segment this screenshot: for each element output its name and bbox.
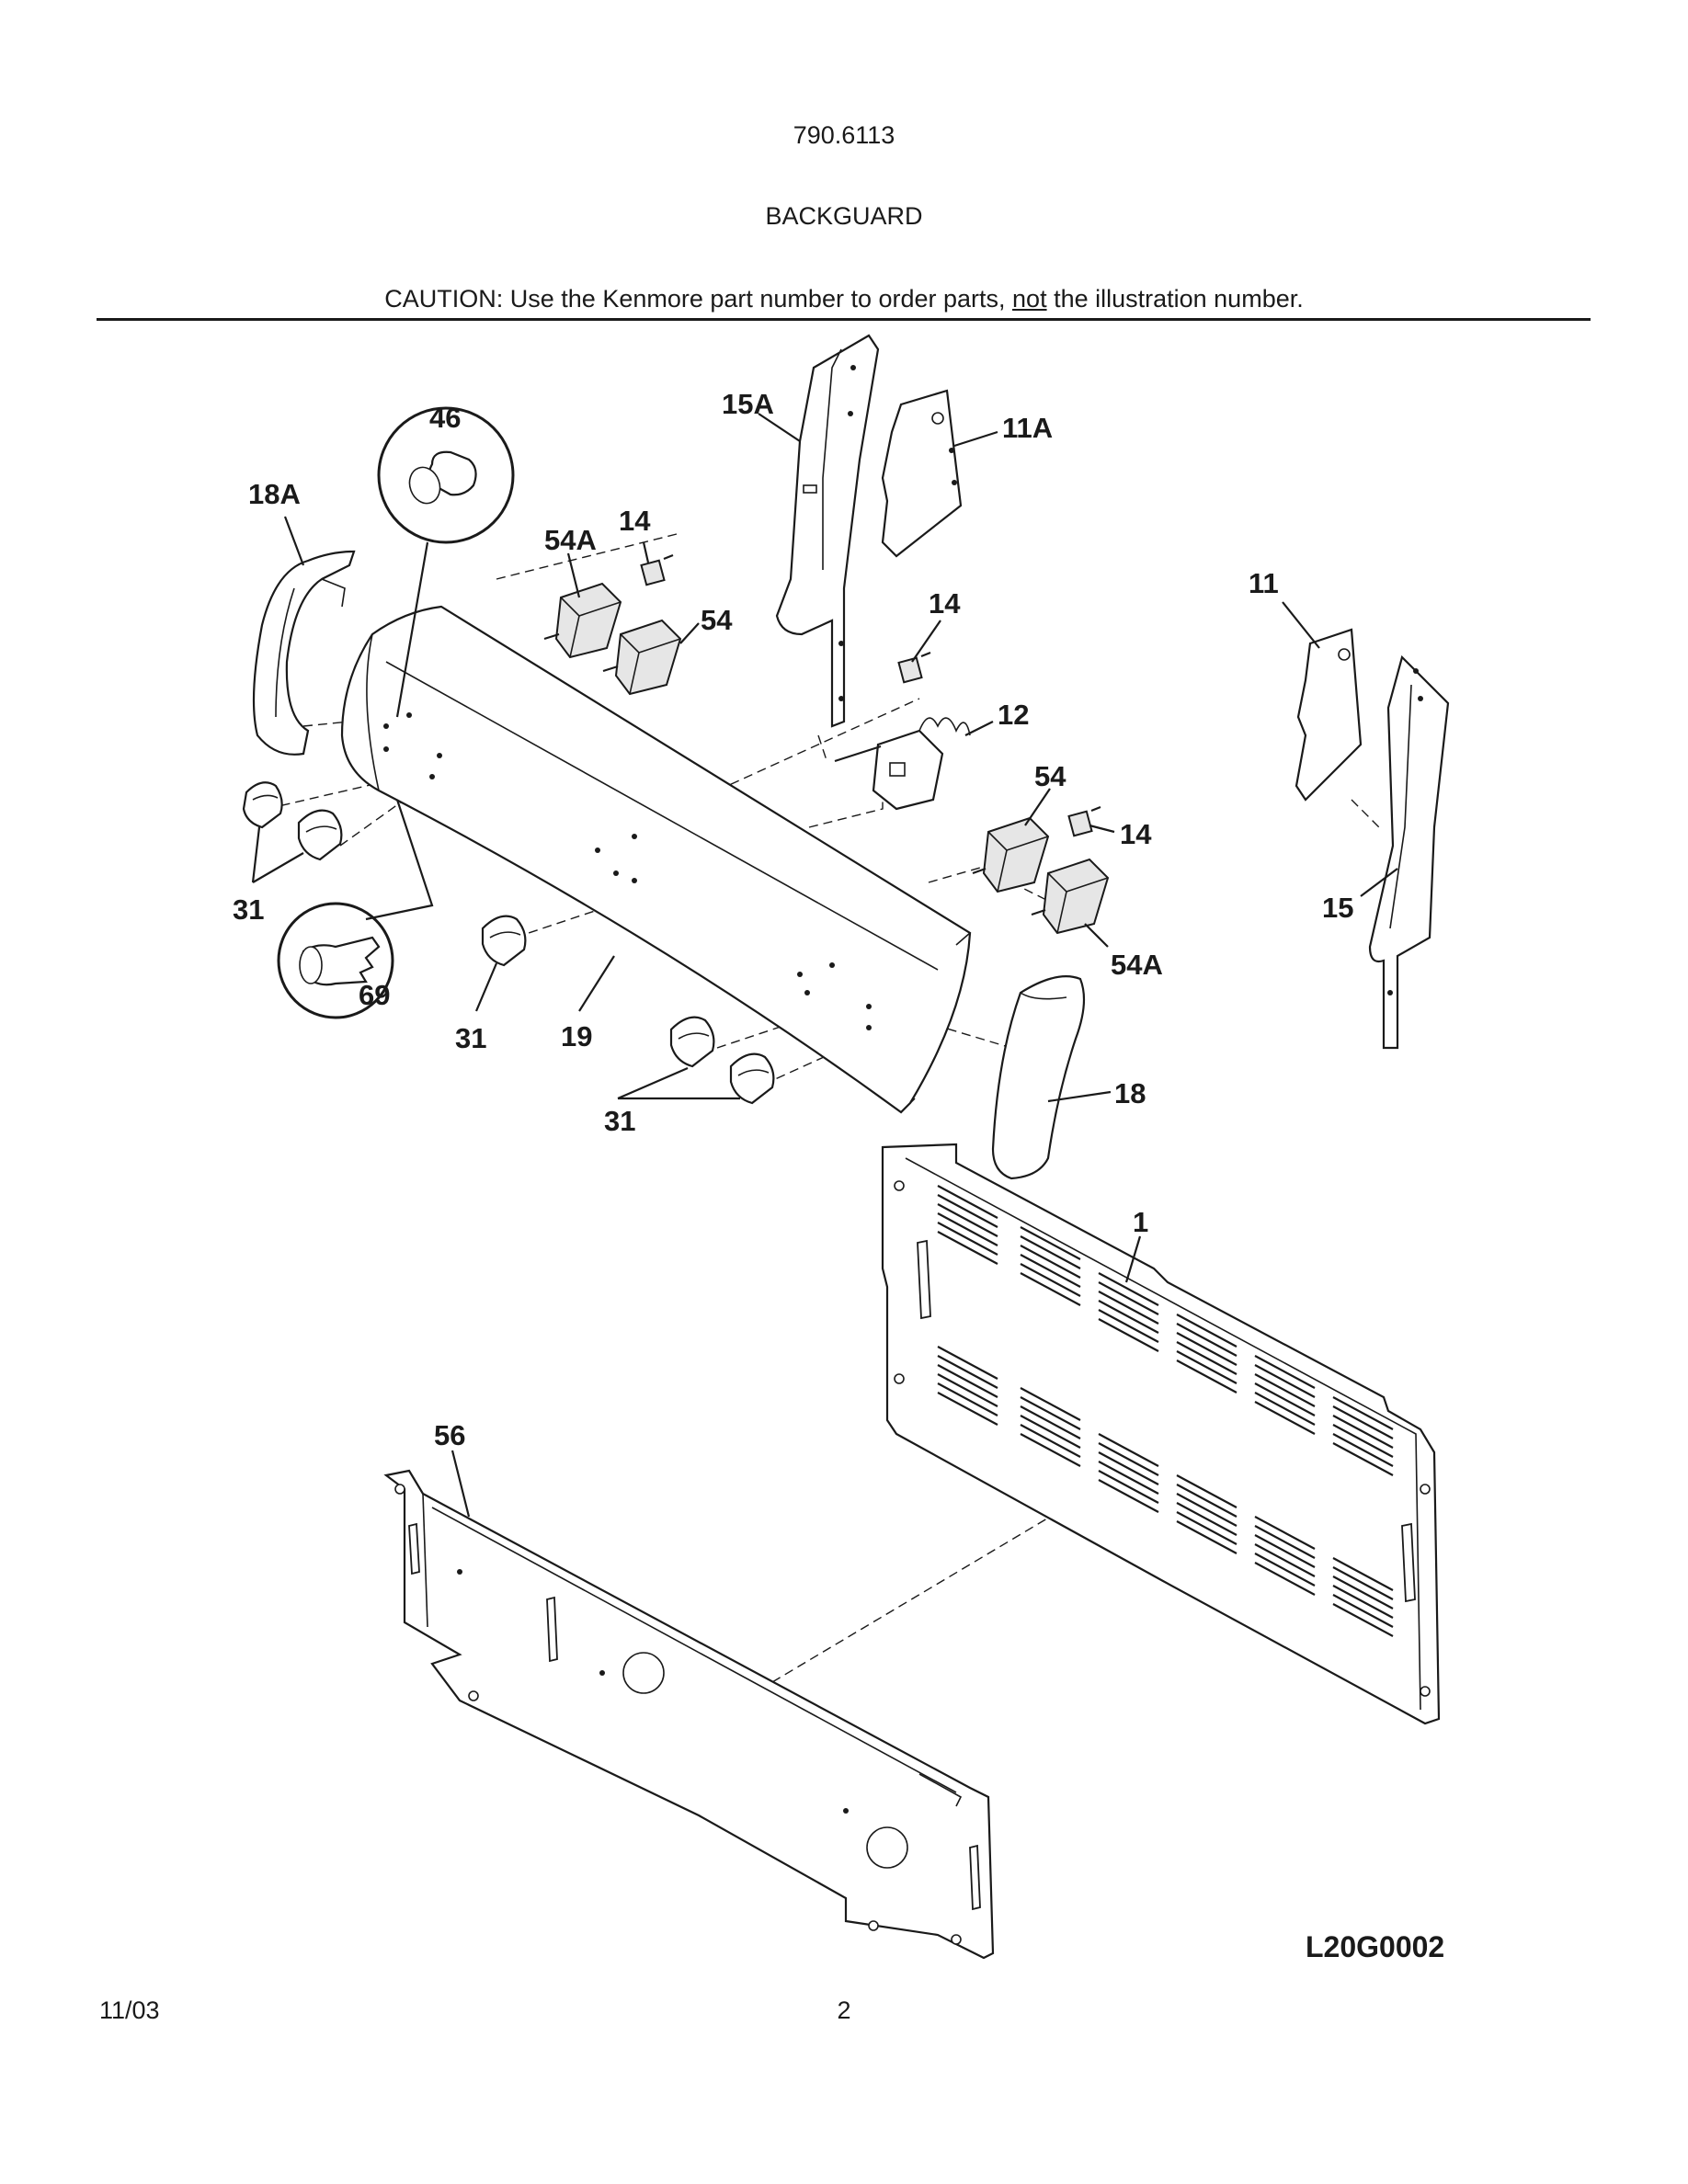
knob-5	[729, 1052, 775, 1105]
left-end-cap	[252, 550, 356, 756]
louver-group-12	[1332, 1557, 1394, 1637]
thermostat	[834, 717, 971, 811]
right-side-bracket	[1368, 654, 1450, 1050]
callout-31-mid: 31	[455, 1022, 486, 1054]
louver-group-6	[1332, 1396, 1394, 1476]
callout-31-left: 31	[233, 893, 264, 926]
callout-15A: 15A	[722, 388, 774, 420]
callout-54A-mid: 54A	[1111, 949, 1163, 981]
model-number: 790.6113	[793, 121, 895, 149]
rear-panel	[881, 1143, 1441, 1725]
right-bracket-plate	[1295, 628, 1363, 802]
switch-54A-top	[543, 582, 622, 659]
diagram-code: L20G0002	[1306, 1930, 1445, 1963]
louver-group-9	[1098, 1433, 1159, 1513]
knob-2	[297, 809, 343, 861]
callout-46: 46	[429, 402, 461, 434]
knob-1	[242, 781, 283, 829]
switch-54-mid	[972, 816, 1050, 893]
callout-54-top: 54	[701, 604, 733, 636]
revision-date: 11/03	[99, 1996, 160, 2024]
caution-emphasis: not	[1012, 285, 1047, 313]
detail-circle-69	[277, 799, 434, 1019]
detail-circle-46	[377, 406, 515, 718]
callout-54-mid: 54	[1034, 760, 1066, 792]
louver-group-8	[1020, 1387, 1081, 1467]
callout-15: 15	[1322, 892, 1353, 924]
knob-4	[669, 1016, 715, 1068]
callout-12: 12	[998, 699, 1029, 731]
louver-group-2	[1020, 1226, 1081, 1306]
switch-54-top	[602, 619, 682, 696]
caution-text-start: CAUTION: Use the Kenmore part number to …	[384, 285, 1013, 313]
switch-54A-mid	[1031, 858, 1110, 935]
page-number: 2	[837, 1996, 851, 2024]
louver-group-3	[1098, 1272, 1159, 1352]
callout-54A-top: 54A	[544, 524, 597, 556]
section-title: BACKGUARD	[765, 202, 923, 230]
callout-19: 19	[561, 1020, 592, 1052]
lower-bracket	[383, 1469, 995, 1960]
left-bracket-plate	[881, 389, 963, 558]
caution-text-end: the illustration number.	[1046, 285, 1304, 313]
knob-3	[481, 915, 527, 967]
indicator-light-top	[640, 553, 674, 586]
callout-56: 56	[434, 1419, 465, 1451]
callout-labels: 46 18A 54A 14 54 15A 11A 14 12 11 54 14 …	[233, 388, 1353, 1451]
louver-group-1	[937, 1185, 998, 1265]
callout-11A: 11A	[1002, 412, 1053, 444]
indicator-light-right	[1067, 805, 1101, 837]
callout-1: 1	[1133, 1206, 1148, 1238]
left-side-bracket	[775, 334, 880, 728]
callout-14-right: 14	[1120, 818, 1152, 850]
caution-note: CAUTION: Use the Kenmore part number to …	[0, 285, 1688, 313]
callout-18: 18	[1114, 1077, 1146, 1109]
louver-group-11	[1254, 1516, 1316, 1596]
callout-14-mid: 14	[929, 587, 961, 620]
indicator-light-mid	[897, 651, 931, 684]
callout-11: 11	[1249, 567, 1279, 599]
louver-group-7	[937, 1346, 998, 1426]
leader-lines	[251, 413, 1398, 1518]
louver-group-4	[1176, 1314, 1237, 1393]
callout-31-bottom: 31	[604, 1105, 635, 1137]
louver-group-10	[1176, 1474, 1237, 1554]
header-rule	[97, 318, 1591, 321]
panel-holes	[383, 712, 872, 1030]
callout-14-top: 14	[619, 505, 651, 537]
louver-group-5	[1254, 1355, 1316, 1435]
callout-69: 69	[359, 979, 390, 1011]
right-end-cap	[991, 975, 1086, 1180]
backguard-panel	[340, 605, 972, 1114]
callout-18A: 18A	[248, 478, 301, 510]
